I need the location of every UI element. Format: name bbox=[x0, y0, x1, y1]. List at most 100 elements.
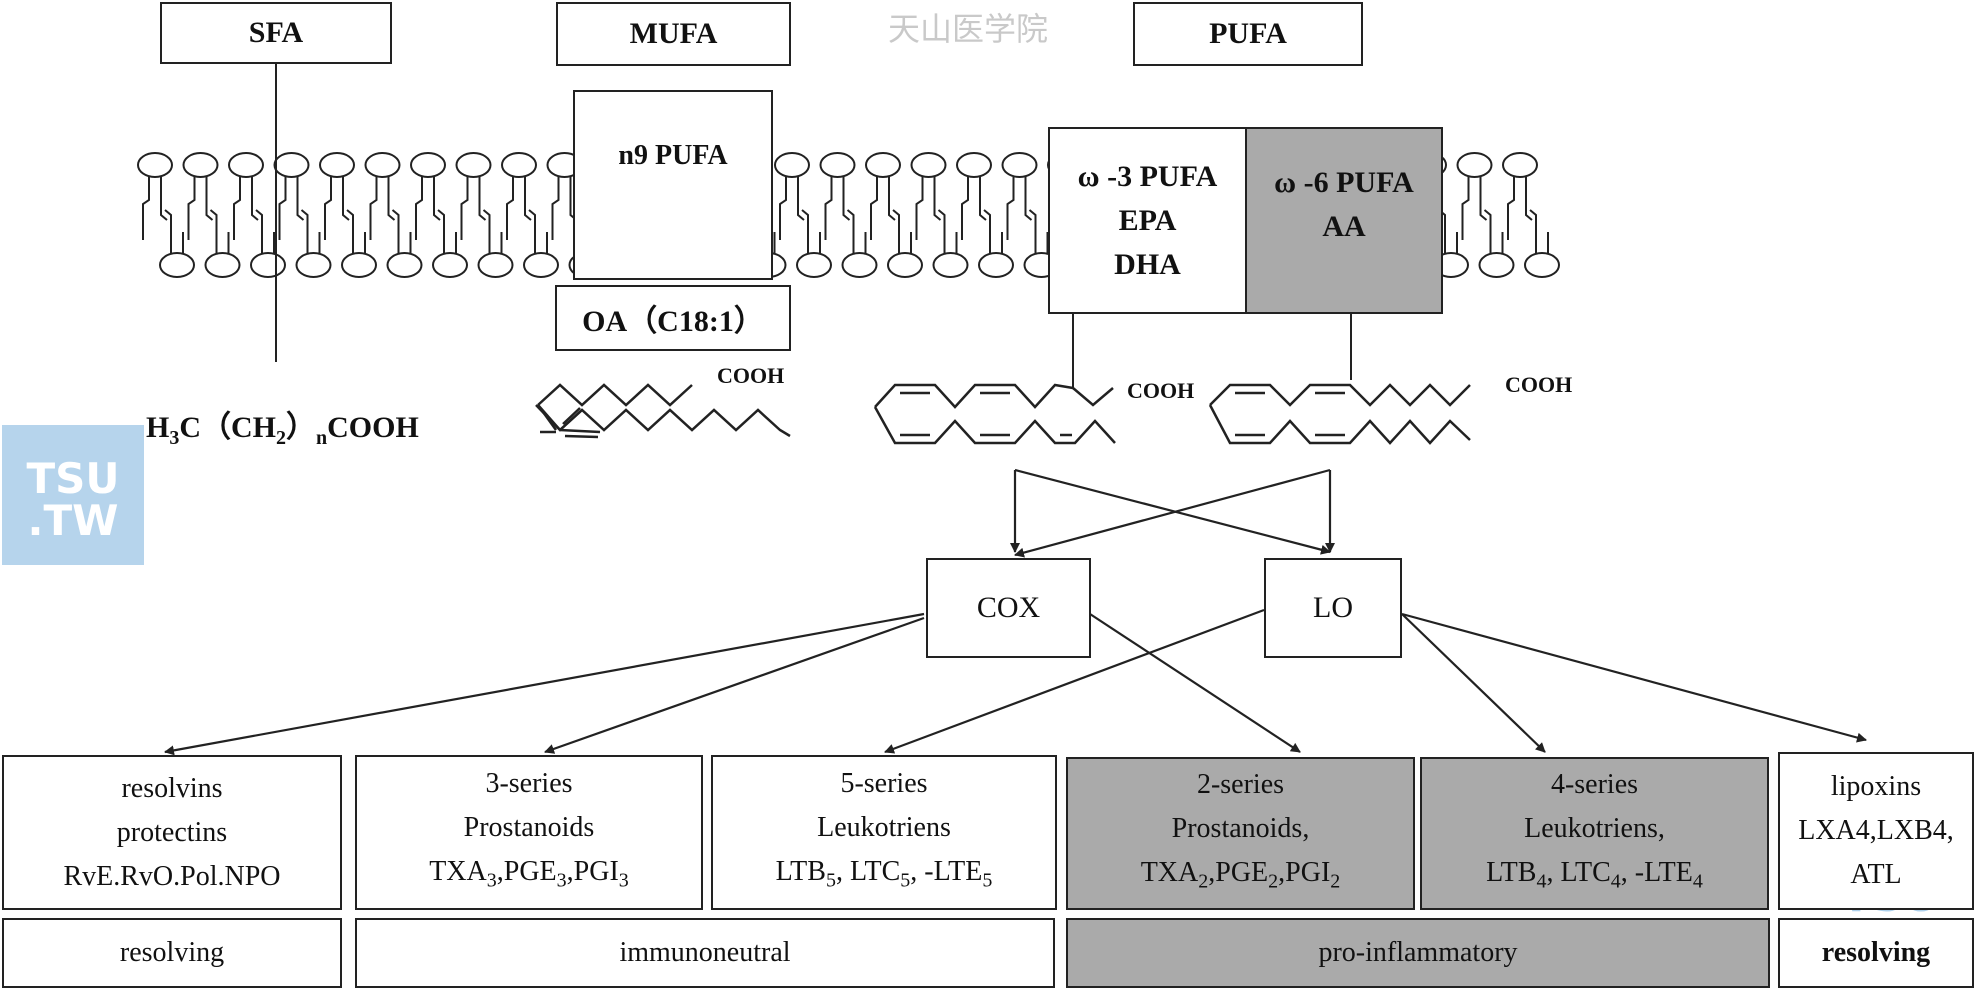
lipid-tail bbox=[1529, 209, 1537, 253]
tsu-logo-left: TSU .TW bbox=[2, 425, 144, 565]
lipid-tail bbox=[842, 177, 851, 221]
product-4-series: 4-series Leukotriens, LTB4, LTC4, -LTE4 bbox=[1420, 757, 1769, 910]
lipid-tail bbox=[251, 177, 259, 221]
lipid-head-bottom bbox=[841, 252, 878, 278]
aa-structure bbox=[1208, 383, 1471, 445]
lipid-head-top bbox=[501, 152, 537, 178]
lipid-head-bottom bbox=[978, 252, 1014, 278]
lipid-head-bottom bbox=[477, 252, 514, 278]
pufa-to-enzyme-arrows bbox=[1010, 468, 1335, 558]
product-resolvins: resolvins protectins RvE.RvO.Pol.NPO bbox=[2, 755, 342, 910]
lipid-head-bottom bbox=[341, 252, 377, 278]
category-resolving-right: resolving bbox=[1778, 918, 1974, 988]
lipid-head-bottom bbox=[1478, 252, 1515, 278]
lipid-tail bbox=[187, 177, 196, 240]
lipid-head-top bbox=[455, 152, 492, 178]
lipid-tail bbox=[779, 177, 787, 240]
lipid-head-top bbox=[319, 152, 355, 178]
lipid-head-top bbox=[364, 152, 401, 178]
mufa-header: MUFA bbox=[556, 2, 791, 66]
lipid-tail bbox=[506, 177, 514, 240]
lipid-tail bbox=[1479, 177, 1488, 221]
lipid-head-bottom bbox=[386, 252, 423, 278]
epa-label: EPA bbox=[1118, 203, 1177, 237]
enzyme-to-product-arrows bbox=[164, 608, 1867, 756]
category-pro-inflammatory: pro-inflammatory bbox=[1066, 918, 1770, 988]
lipid-tail bbox=[888, 177, 896, 221]
lipid-head-bottom bbox=[523, 252, 559, 278]
lipid-tail bbox=[278, 177, 287, 240]
lipid-tail bbox=[524, 177, 532, 221]
lipid-tail bbox=[415, 177, 423, 240]
lipid-tail bbox=[797, 177, 805, 221]
lipid-tail bbox=[846, 209, 855, 253]
product-lipoxins: lipoxins LXA4,LXB4, ATL bbox=[1778, 752, 1974, 910]
lipid-head-bottom bbox=[432, 252, 468, 278]
n9-pufa-box: n9 PUFA bbox=[573, 90, 773, 280]
lipid-tail bbox=[164, 209, 172, 253]
omega3-title: ω -3 PUFA bbox=[1077, 159, 1218, 193]
omega6-title: ω -6 PUFA bbox=[1274, 166, 1414, 199]
lipid-head-top bbox=[910, 152, 947, 178]
lipid-tail bbox=[551, 177, 560, 240]
omega3-pufa-box: ω -3 PUFA EPA DHA bbox=[1048, 127, 1247, 314]
lipid-head-bottom bbox=[204, 252, 241, 278]
lipid-head-bottom bbox=[932, 252, 969, 278]
lipid-tail bbox=[478, 177, 487, 221]
lipid-tail bbox=[1006, 177, 1015, 240]
sfa-formula: H3C（CH2）nCOOH bbox=[146, 411, 419, 449]
lipid-head-top bbox=[1456, 152, 1493, 178]
lipid-tail bbox=[1507, 177, 1515, 240]
lipid-head-bottom bbox=[887, 252, 923, 278]
lipid-tail bbox=[342, 177, 350, 221]
lipid-head-bottom bbox=[250, 252, 286, 278]
dha-label: DHA bbox=[1114, 247, 1181, 281]
lipid-tail bbox=[1024, 177, 1033, 221]
lipid-tail bbox=[142, 177, 150, 240]
epa-structure bbox=[873, 383, 1116, 445]
lipid-tail bbox=[1461, 177, 1470, 240]
lipid-tail bbox=[937, 209, 946, 253]
category-immunoneutral: immunoneutral bbox=[355, 918, 1055, 988]
lipid-head-bottom bbox=[1524, 252, 1560, 278]
lipid-head-top bbox=[228, 152, 264, 178]
lipid-tail bbox=[961, 177, 969, 240]
sfa-header: SFA bbox=[160, 2, 392, 64]
aa-label: AA bbox=[1322, 210, 1366, 243]
lipid-head-top bbox=[137, 152, 173, 178]
lipid-tail bbox=[300, 209, 309, 253]
lipid-tail bbox=[801, 209, 809, 253]
lipid-tail bbox=[433, 177, 441, 221]
lipid-tail bbox=[437, 209, 445, 253]
lipid-tail bbox=[324, 177, 332, 240]
lipid-head-bottom bbox=[159, 252, 195, 278]
pufa-header: PUFA bbox=[1133, 2, 1363, 66]
lipid-head-top bbox=[1001, 152, 1038, 178]
lipid-tail bbox=[460, 177, 469, 240]
product-5-series: 5-series Leukotriens LTB5, LTC5, -LTE5 bbox=[711, 755, 1057, 910]
cooh-label-epa: COOH bbox=[1127, 378, 1195, 403]
lipid-tail bbox=[387, 177, 396, 221]
cooh-label-oa: COOH bbox=[717, 363, 785, 388]
oa-box: OA（C18:1） bbox=[555, 285, 791, 351]
lipid-tail bbox=[824, 177, 833, 240]
lipid-tail bbox=[1525, 177, 1533, 221]
lipid-tail bbox=[915, 177, 924, 240]
lipid-tail bbox=[482, 209, 491, 253]
lipid-head-bottom bbox=[796, 252, 832, 278]
lipid-tail bbox=[205, 177, 214, 221]
lipid-head-top bbox=[1502, 152, 1538, 178]
lipid-tail bbox=[346, 209, 354, 253]
product-2-series: 2-series Prostanoids, TXA2,PGE2,PGI2 bbox=[1066, 757, 1415, 910]
cooh-label-aa: COOH bbox=[1505, 372, 1573, 397]
lipid-tail bbox=[528, 209, 536, 253]
lipid-head-top bbox=[774, 152, 810, 178]
lipid-tail bbox=[1028, 209, 1037, 253]
lipid-tail bbox=[160, 177, 168, 221]
lipid-head-bottom bbox=[295, 252, 332, 278]
lipid-tail bbox=[983, 209, 991, 253]
lipid-tail bbox=[255, 209, 263, 253]
lipid-tail bbox=[1483, 209, 1492, 253]
cox-enzyme-box: COX bbox=[926, 558, 1091, 658]
lipid-tail bbox=[209, 209, 218, 253]
